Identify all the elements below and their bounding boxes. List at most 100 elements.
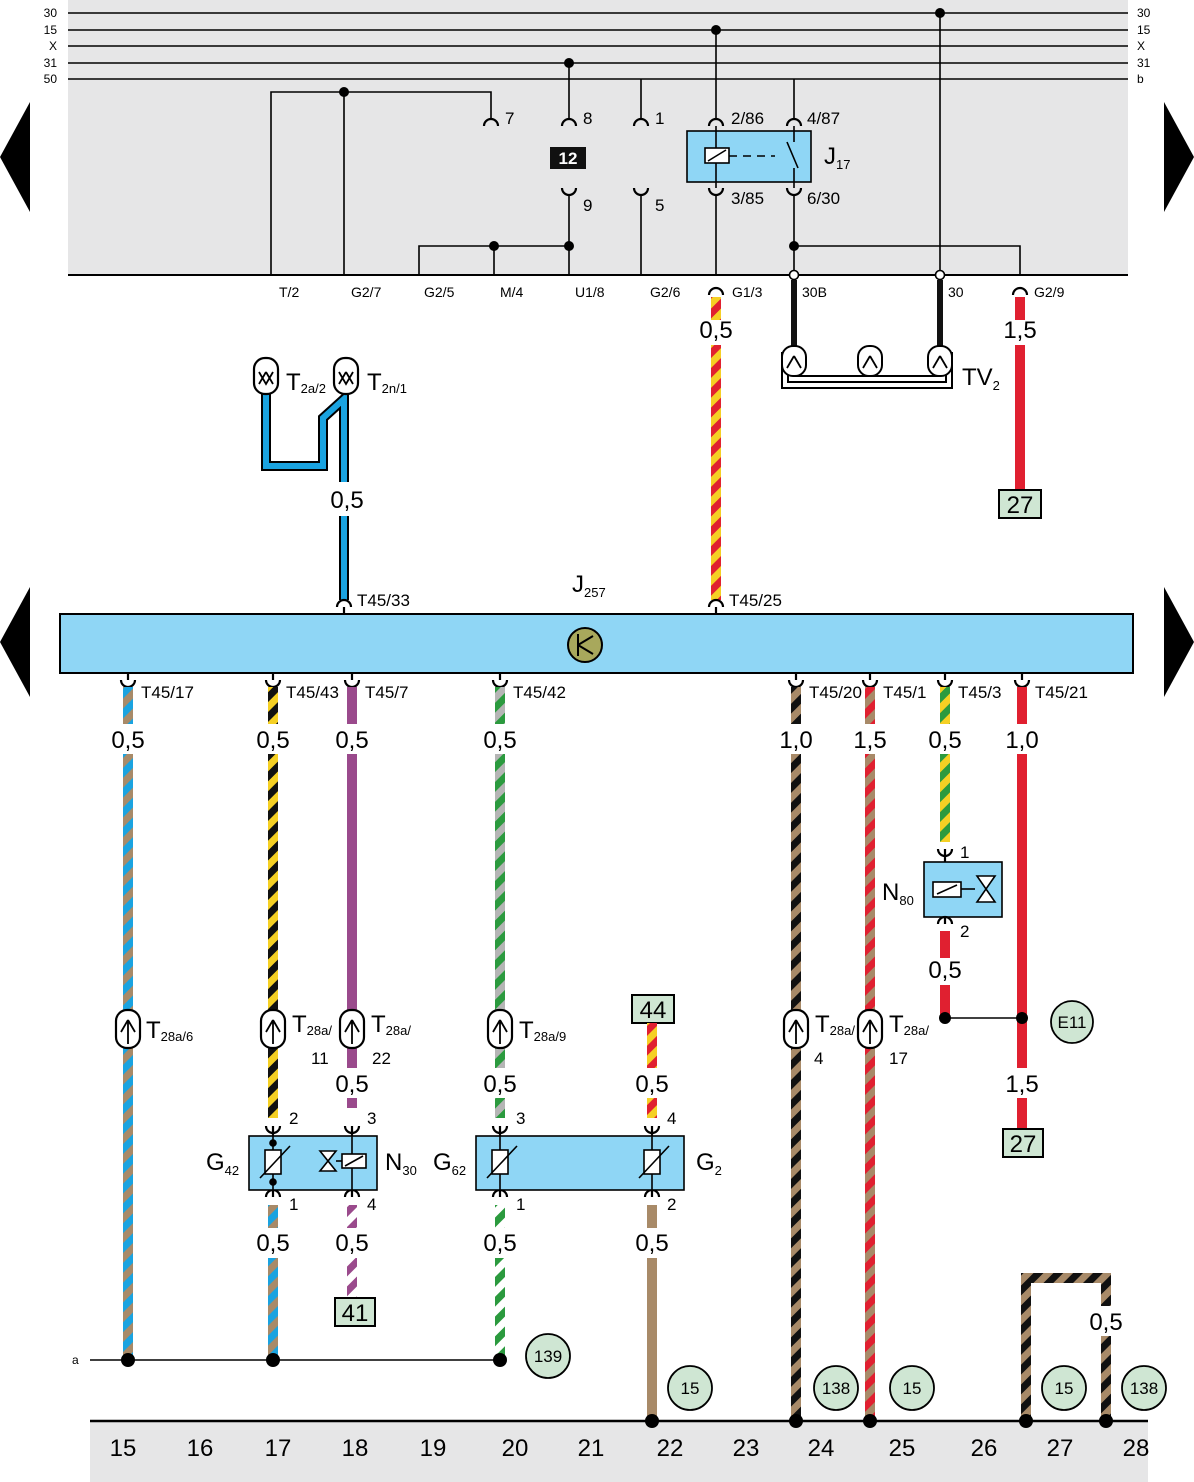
- tv2-distributor: [781, 280, 953, 389]
- wire-size-track-27: 1,0: [1005, 727, 1038, 754]
- wire-size-t2: 0,5: [330, 487, 363, 514]
- fuse-badge-label: 12: [559, 149, 578, 168]
- relay-pin-3-85-label: 3/85: [731, 189, 764, 208]
- transistor-icon: [567, 627, 603, 663]
- connector-t28a-17-label-line2: 17: [889, 1049, 908, 1068]
- block2-pin-1: 1: [516, 1195, 525, 1214]
- rail-label-right-15: 15: [1137, 23, 1151, 37]
- ref-box-44: [631, 994, 675, 1024]
- terminal-7-label: 7: [505, 109, 514, 128]
- connector-g2-5: G2/5: [424, 284, 455, 300]
- junction-dots: [339, 8, 945, 251]
- block2-pin-2: 2: [667, 1195, 676, 1214]
- terminal-1-label: 1: [655, 109, 664, 128]
- track-number-17: 17: [265, 1435, 292, 1462]
- valve-n30-icon: [318, 1136, 367, 1190]
- panel-wiring: [270, 13, 1021, 275]
- track-number-18: 18: [342, 1435, 369, 1462]
- valve-coil-icon: [932, 875, 997, 903]
- relay-switch-icon: [786, 131, 799, 182]
- next-page-arrow-middle[interactable]: [1164, 587, 1194, 697]
- fuse-relay-panel: [68, 0, 1128, 275]
- connector-t-2: T/2: [279, 284, 299, 300]
- terminal-5: [632, 187, 650, 197]
- ref-circle-138-a-label: 138: [822, 1379, 850, 1398]
- connector-t2a-2-label: T2a/2: [286, 369, 326, 396]
- ecu-pin-t45-1: [861, 673, 879, 689]
- wire-size-track-20-bottom: 0,5: [483, 1230, 516, 1257]
- connector-t28a-17-label: T28a/: [889, 1011, 929, 1038]
- connector-g2-7: G2/7: [351, 284, 382, 300]
- ref-box-41-label: 41: [342, 1300, 369, 1327]
- ref-circle-15-b-label: 15: [903, 1379, 922, 1398]
- connector-t28a-11-label: T28a/: [292, 1011, 332, 1038]
- ecu-pin-t45-25-label: T45/25: [729, 591, 782, 610]
- valve-n80-pin-1: 1: [960, 843, 969, 862]
- connector-t28a-11-label-line2: 11: [311, 1049, 329, 1068]
- temperature-sensor-g2-icon: [638, 1136, 670, 1190]
- relay-pin-2-86: [707, 117, 725, 127]
- ecu-pin-t45-42: [491, 673, 509, 689]
- terminal-1: [632, 117, 650, 127]
- relay-pin-2-86-label: 2/86: [731, 109, 764, 128]
- connector-g2-6: G2/6: [650, 284, 681, 300]
- ref-circle-15-c-label: 15: [1055, 1379, 1074, 1398]
- track-number-27: 27: [1047, 1435, 1074, 1462]
- block1-pin-2: 2: [289, 1109, 298, 1128]
- block2-pin-3: 3: [516, 1109, 525, 1128]
- wire-size-track-24: 1,0: [779, 727, 812, 754]
- ecu-pin-t45-3: [936, 673, 954, 689]
- bottom-strip: [90, 1422, 1148, 1482]
- wire-size-backgrounds: [108, 724, 1042, 754]
- rail-label-left-15: 15: [44, 23, 58, 37]
- ref-circle-e11: [1050, 1000, 1094, 1044]
- ref-box-27-top-label: 27: [1007, 492, 1034, 519]
- ecu-pin-t45-20-label: T45/20: [809, 683, 862, 702]
- wire-size-track-17: 0,5: [256, 727, 289, 754]
- track-number-25: 25: [889, 1435, 916, 1462]
- prev-page-arrow-middle[interactable]: [0, 587, 30, 697]
- connector-g1-3: G1/3: [732, 284, 763, 300]
- relay-pin-3-85: [707, 187, 725, 197]
- relay-pin-4-87-label: 4/87: [807, 109, 840, 128]
- wire-size-track-18: 0,5: [335, 727, 368, 754]
- track-number-24: 24: [808, 1435, 835, 1462]
- ecu-pin-t45-42-label: T45/42: [513, 683, 566, 702]
- connector-t28a-4-label-line2: 4: [814, 1049, 823, 1068]
- ecu-name: J257: [572, 571, 606, 600]
- plug-g2-9: [1011, 286, 1029, 296]
- ecu-pin-t45-43: [264, 673, 282, 689]
- next-page-arrow-top[interactable]: [1164, 102, 1194, 212]
- wire-size-track-20-lower: 0,5: [483, 1071, 516, 1098]
- sensor-g2-name: G2: [696, 1149, 722, 1178]
- ref-circle-139: [525, 1333, 571, 1379]
- connector-t28a-4-label: T28a/: [815, 1011, 855, 1038]
- ref-circle-139-label: 139: [534, 1347, 562, 1366]
- rail-label-left-x: X: [49, 39, 57, 53]
- wire-size-track-22-bottom: 0,5: [635, 1230, 668, 1257]
- fuse-badge: [550, 147, 586, 169]
- ref-circle-15-a-label: 15: [681, 1379, 700, 1398]
- track-number-28: 28: [1123, 1435, 1150, 1462]
- track-number-23: 23: [733, 1435, 760, 1462]
- relay-pin-6-30-label: 6/30: [807, 189, 840, 208]
- tv2-label: TV2: [962, 364, 1000, 393]
- ref-circle-15-a: [667, 1365, 713, 1411]
- wire-size-track-26: 0,5: [928, 727, 961, 754]
- ecu-pin-t45-25: [707, 598, 725, 614]
- wire-size-track-22-lower: 0,5: [635, 1071, 668, 1098]
- relay-pin-6-30: [785, 187, 803, 197]
- wire-size-track-15: 0,5: [111, 727, 144, 754]
- valve-n30-name: N30: [385, 1149, 417, 1178]
- block2-pin-4: 4: [667, 1109, 676, 1128]
- block1-pin-3: 3: [367, 1109, 376, 1128]
- prev-page-arrow-top[interactable]: [0, 102, 30, 212]
- wire-size-g2-9: 1,5: [1003, 317, 1036, 344]
- ref-circle-15-c: [1041, 1365, 1087, 1411]
- relay-pin-4-87: [785, 117, 803, 127]
- valve-n80-name: N80: [882, 879, 914, 908]
- rail-label-right-30: 30: [1137, 6, 1151, 20]
- wire-size-track-18-bottom: 0,5: [335, 1230, 368, 1257]
- connector-t2a-2-icon: [252, 356, 280, 396]
